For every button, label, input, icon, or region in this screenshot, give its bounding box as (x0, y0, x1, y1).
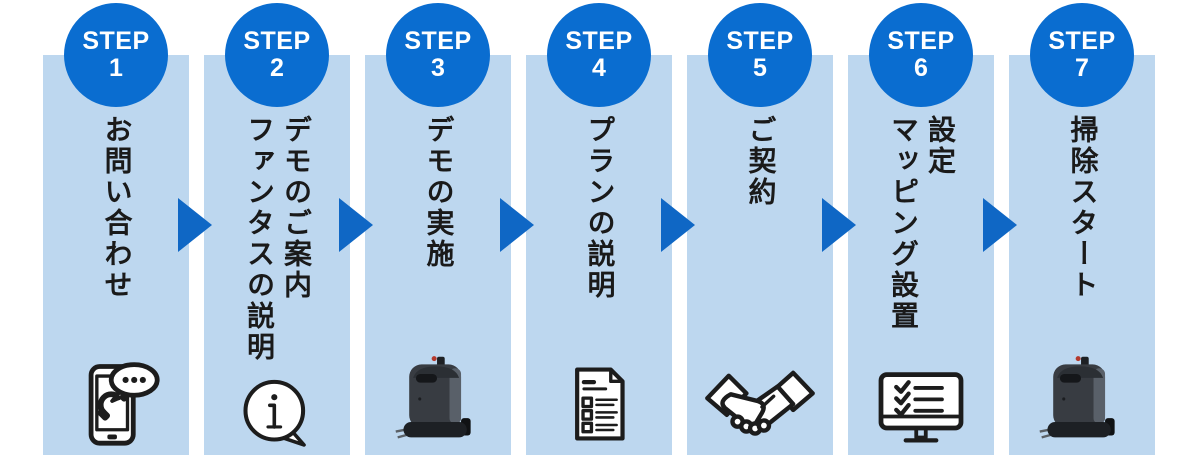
step-badge: STEP 6 (869, 3, 973, 107)
step-column-6: STEP 6 設定 マッピング設置 (848, 3, 994, 455)
step-badge: STEP 5 (708, 3, 812, 107)
step-column-3: STEP 3 デモの実施 (365, 3, 511, 455)
step-number: 7 (1075, 54, 1089, 82)
step-badge-label: STEP (887, 27, 955, 55)
arrow-icon (822, 198, 856, 252)
arrow-icon (983, 198, 1017, 252)
robot-cleaner-icon (1034, 349, 1130, 447)
step-badge-label: STEP (726, 27, 794, 55)
step-title: プランの説明 (584, 115, 616, 301)
step-badge-label: STEP (82, 27, 150, 55)
arrow-icon (178, 198, 212, 252)
step-column-2: STEP 2 デモのご案内 ファンタスの説明 (204, 3, 350, 455)
step-number: 3 (431, 54, 445, 82)
step-title: お問い合わせ (101, 115, 133, 301)
step-title: 掃除スタート (1067, 115, 1099, 301)
step-badge: STEP 1 (64, 3, 168, 107)
robot-cleaner-icon (390, 349, 486, 447)
step-title: 設定 マッピング設置 (888, 115, 956, 332)
info-bubble-icon (232, 369, 322, 447)
monitor-checklist-icon (873, 367, 969, 447)
step-number: 6 (914, 54, 928, 82)
step-column-5: STEP 5 ご契約 (687, 3, 833, 455)
step-column-7: STEP 7 掃除スタート (1009, 3, 1155, 455)
plan-document-icon (557, 361, 641, 447)
step-columns: STEP 1 お問い合わせ (43, 3, 1155, 455)
step-title: デモの実施 (423, 115, 455, 270)
arrow-icon (661, 198, 695, 252)
step-badge-label: STEP (243, 27, 311, 55)
step-title: ご契約 (745, 115, 777, 208)
step-badge: STEP 3 (386, 3, 490, 107)
arrow-icon (339, 198, 373, 252)
step-title: デモのご案内 ファンタスの説明 (244, 115, 312, 363)
step-badge-label: STEP (404, 27, 472, 55)
step-number: 1 (109, 54, 123, 82)
step-badge-label: STEP (565, 27, 633, 55)
step-badge: STEP 4 (547, 3, 651, 107)
step-number: 4 (592, 54, 606, 82)
arrow-icon (500, 198, 534, 252)
step-badge-label: STEP (1048, 27, 1116, 55)
step-badge: STEP 7 (1030, 3, 1134, 107)
phone-chat-icon (68, 355, 164, 447)
handshake-icon (701, 367, 819, 447)
step-column-4: STEP 4 プランの説明 (526, 3, 672, 455)
step-number: 2 (270, 54, 284, 82)
step-column-1: STEP 1 お問い合わせ (43, 3, 189, 455)
step-badge: STEP 2 (225, 3, 329, 107)
step-number: 5 (753, 54, 767, 82)
